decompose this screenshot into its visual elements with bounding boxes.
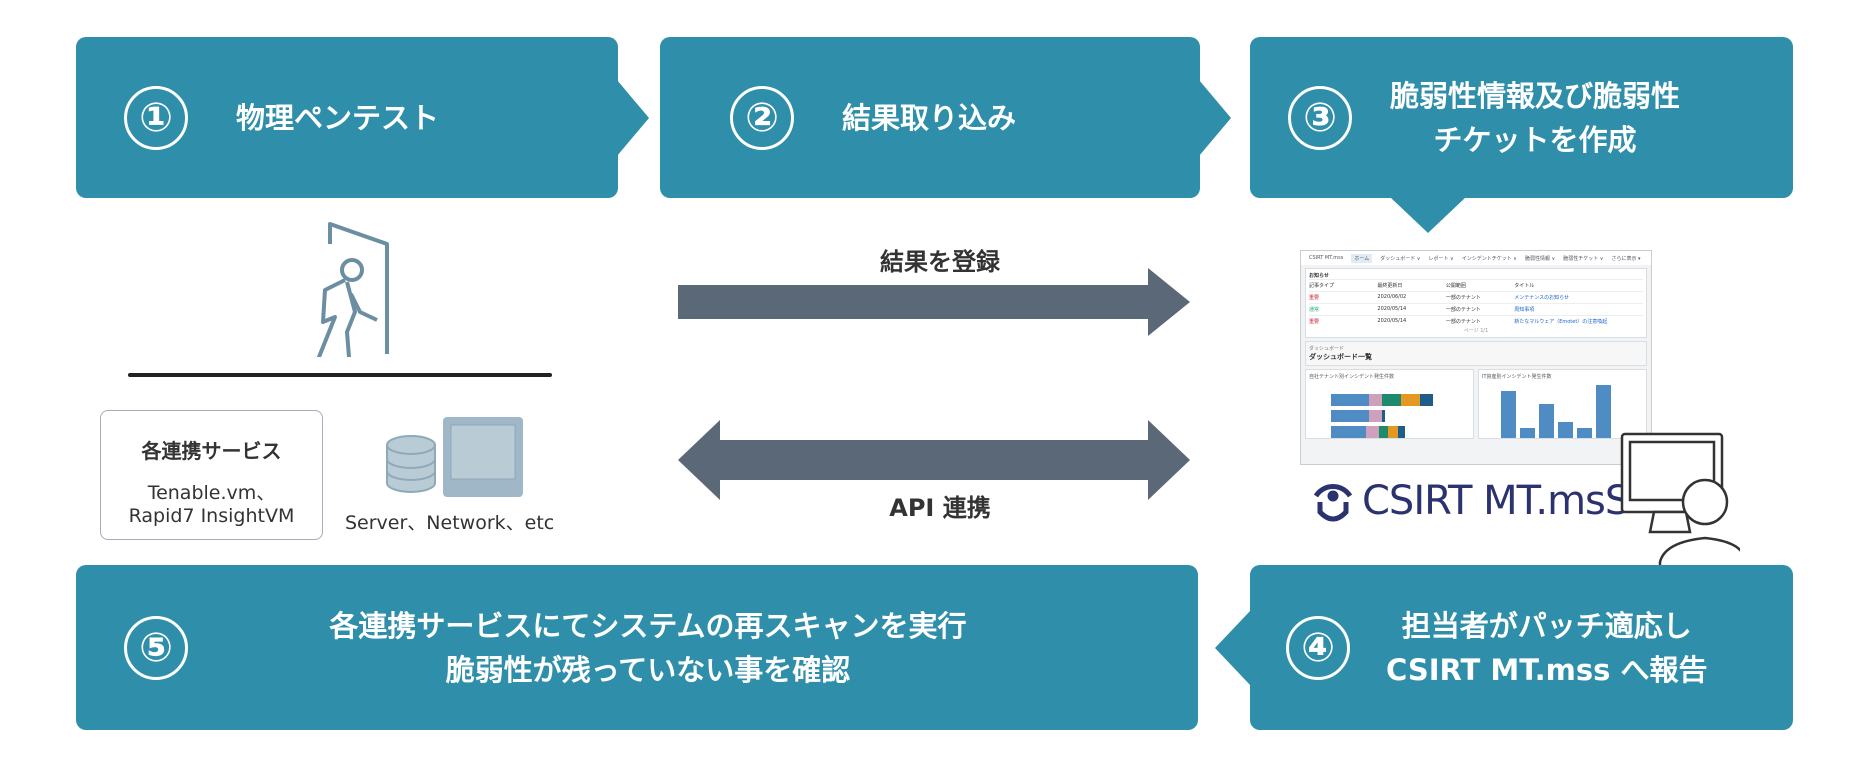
tab: レポート ∨ (1428, 255, 1454, 262)
step-3-arrow (1390, 197, 1466, 233)
cell: 2020/06/02 (1377, 294, 1407, 300)
chart-asset: IT資産別インシデント発生件数 (1478, 369, 1647, 439)
col: 記事タイプ (1309, 283, 1335, 289)
cell: 2020/05/14 (1377, 306, 1407, 312)
app-nav: CSIRT MT.mss ホーム ダッシュボード ∨ レポート ∨ インシデント… (1301, 251, 1651, 265)
step-title-line2: 脆弱性が残っていない事を確認 (445, 652, 851, 687)
cell: 2020/05/14 (1377, 318, 1407, 324)
dash-title: ダッシュボード一覧 (1309, 353, 1372, 361)
step-2-box: ② 結果取り込み (660, 37, 1200, 198)
cell: 通常 (1309, 307, 1320, 313)
services-line1: Tenable.vm、 (147, 482, 276, 504)
cell: 新たなマルウェア（Emotet）の注意喚起 (1514, 319, 1608, 325)
step-3-box: ③ 脆弱性情報及び脆弱性チケットを作成 (1250, 37, 1793, 198)
news-card: お知らせ 記事タイプ 最終更新日 公開範囲 タイトル 重要 2020/06/02 一部のテ… (1305, 268, 1647, 338)
news-title: お知らせ (1309, 273, 1329, 279)
cell: 周知事項 (1514, 307, 1535, 313)
step-4-box: ④ 担当者がパッチ適応し CSIRT MT.mss へ報告 (1250, 565, 1793, 730)
person-at-monitor-icon (1620, 432, 1740, 582)
step-5-box: ⑤ 各連携サービスにてシステムの再スキャンを実行脆弱性が残っていない事を確認 (76, 565, 1198, 730)
cell: 一部のテナント (1445, 295, 1481, 301)
services-line2: Rapid7 InsightVM (128, 505, 295, 527)
tab: さらに表示 ▾ (1611, 255, 1641, 262)
step-title-line1: 各連携サービスにてシステムの再スキャンを実行 (329, 608, 967, 643)
chart-tenant: 自社テナント別インシデント発生件数 (1305, 369, 1474, 439)
cell: 重要 (1309, 295, 1320, 301)
step-number: ④ (1286, 615, 1350, 680)
step-title: 物理ペンテスト (236, 100, 440, 135)
step-1-arrow (617, 80, 649, 156)
step-2-arrow (1199, 80, 1231, 156)
tab: ホーム (1351, 253, 1373, 263)
dashboard-card: ダッシュボード ダッシュボード一覧 (1305, 341, 1647, 366)
step-title-line1: 脆弱性情報及び脆弱性 (1390, 78, 1681, 113)
col: 最終更新日 (1377, 283, 1403, 289)
register-label: 結果を登録 (880, 248, 1000, 276)
csirt-logo-icon (1313, 484, 1353, 522)
cell: 重要 (1309, 319, 1320, 325)
api-label: API 連携 (889, 494, 991, 522)
services-title: 各連携サービス (141, 439, 282, 463)
chart-title: IT資産別インシデント発生件数 (1482, 374, 1552, 380)
csirt-logo-text: CSIRT MT.msS (1362, 478, 1630, 524)
cell: 一部のテナント (1445, 307, 1481, 313)
walking-person-door-icon (316, 222, 389, 357)
step-number: ③ (1288, 85, 1352, 150)
step-number: ⑤ (124, 615, 188, 680)
chart-title: 自社テナント別インシデント発生件数 (1309, 374, 1395, 380)
step-title: 結果取り込み (842, 100, 1017, 135)
step-number: ② (730, 85, 794, 150)
col: タイトル (1514, 283, 1535, 289)
server-database-icon (386, 417, 523, 497)
services-box: 各連携サービス Tenable.vm、 Rapid7 InsightVM (100, 410, 323, 540)
tab: 脆弱性チケット ∨ (1563, 255, 1604, 262)
api-double-arrow (678, 420, 1190, 500)
step-1-box: ① 物理ペンテスト (76, 37, 618, 198)
step-title-line2: チケットを作成 (1433, 122, 1637, 157)
app-screenshot: CSIRT MT.mss ホーム ダッシュボード ∨ レポート ∨ インシデント… (1300, 250, 1652, 465)
register-arrow (678, 268, 1190, 336)
divider-line (128, 373, 552, 377)
app-name: CSIRT MT.mss (1309, 255, 1344, 261)
step-number: ① (124, 85, 188, 150)
cell: 一部のテナント (1445, 319, 1481, 325)
dash-sub: ダッシュボード (1309, 346, 1345, 352)
tab: ダッシュボード ∨ (1380, 255, 1421, 262)
cell: メンテナンスのお知らせ (1514, 295, 1570, 301)
col: 公開範囲 (1445, 283, 1466, 289)
tab: インシデントチケット ∨ (1461, 255, 1517, 262)
step-title-line1: 担当者がパッチ適応し (1401, 608, 1692, 643)
targets-label: Server、Network、etc (345, 512, 555, 534)
tab: 脆弱性情報 ∨ (1524, 255, 1556, 262)
step-4-arrow (1215, 610, 1251, 686)
step-title-line2: CSIRT MT.mss へ報告 (1386, 652, 1708, 687)
pager: ページ 1/1 (1463, 328, 1489, 334)
